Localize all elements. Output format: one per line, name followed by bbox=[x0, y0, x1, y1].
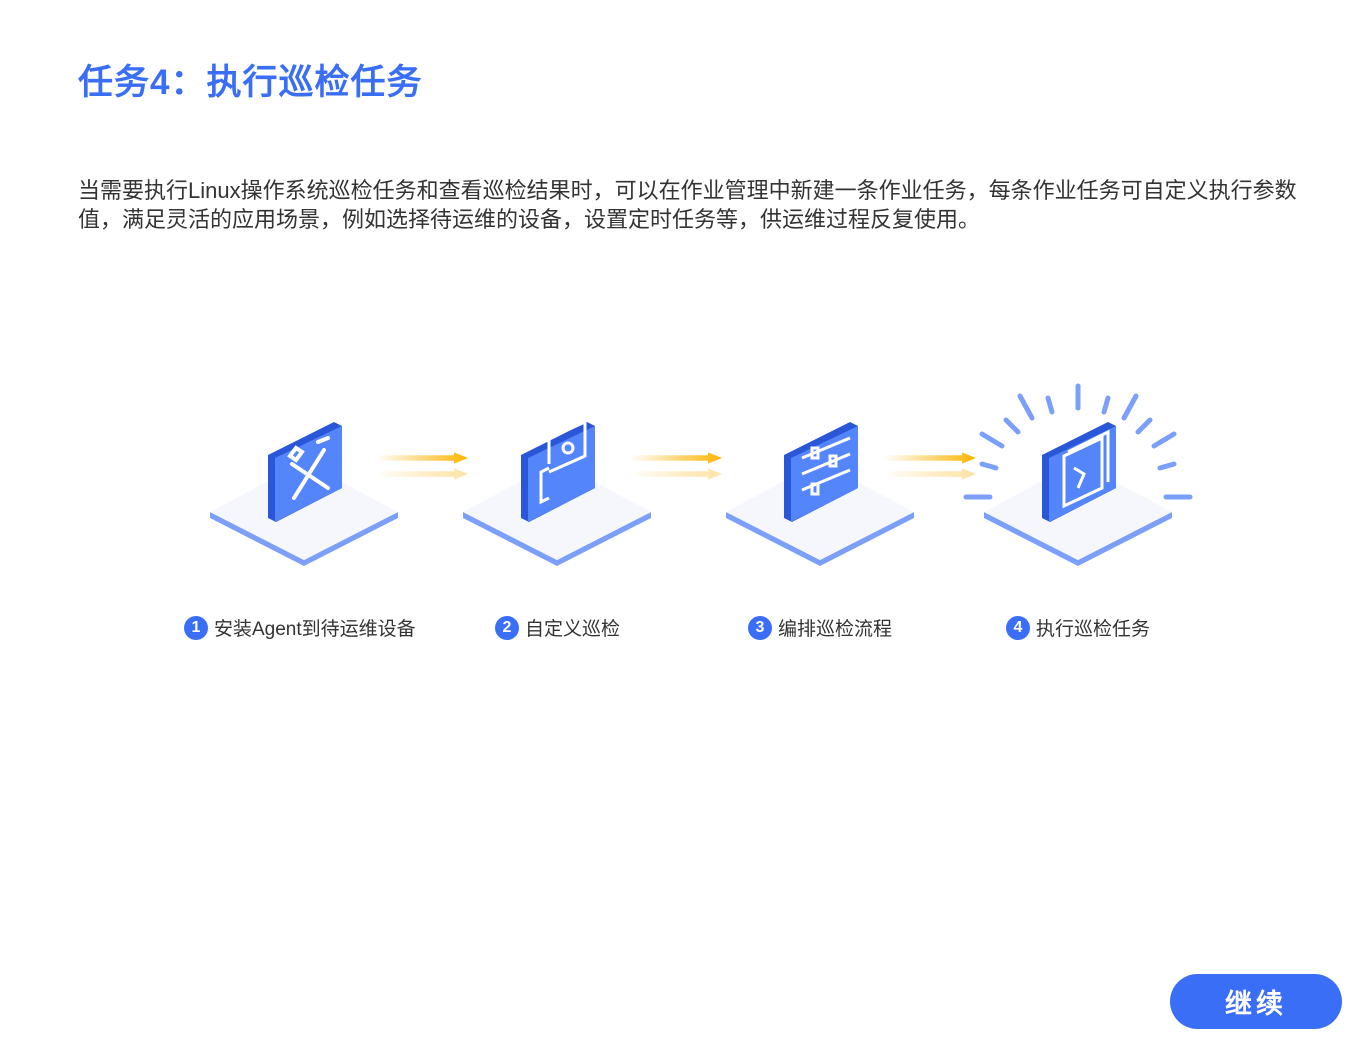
step-label: 自定义巡检 bbox=[525, 619, 621, 640]
step-label: 安装Agent到待运维设备 bbox=[214, 619, 416, 640]
step-2-illustration bbox=[463, 419, 651, 566]
step-1-illustration bbox=[210, 422, 398, 566]
step-label: 编排巡检流程 bbox=[778, 619, 893, 640]
step-2: 2 自定义巡检 bbox=[495, 614, 620, 641]
step-number-badge: 1 bbox=[184, 615, 208, 640]
arrow-1-2 bbox=[376, 452, 468, 480]
arrow-3-4 bbox=[884, 452, 976, 480]
step-number-badge: 2 bbox=[495, 615, 519, 640]
arrow-2-3 bbox=[630, 452, 722, 480]
step-number-badge: 4 bbox=[1006, 615, 1030, 640]
step-1: 1 安装Agent到待运维设备 bbox=[184, 614, 416, 641]
step-3: 3 编排巡检流程 bbox=[748, 614, 892, 641]
page-title: 任务4：执行巡检任务 bbox=[78, 63, 423, 102]
step-number-badge: 3 bbox=[748, 615, 772, 640]
flow-diagram bbox=[210, 383, 1193, 566]
step-4: 4 执行巡检任务 bbox=[1006, 614, 1150, 641]
burst-rays bbox=[963, 383, 1193, 500]
step-4-illustration bbox=[963, 383, 1193, 566]
sliders-icon bbox=[801, 436, 851, 496]
task-description: 当需要执行Linux操作系统巡检任务和查看巡检结果时，可以在作业管理中新建一条作… bbox=[78, 178, 1297, 232]
continue-button[interactable]: 继续 bbox=[1170, 974, 1342, 1029]
gear-window-icon bbox=[539, 419, 587, 505]
step-3-illustration bbox=[726, 422, 914, 566]
step-label: 执行巡检任务 bbox=[1036, 619, 1151, 640]
terminal-icon bbox=[1062, 429, 1110, 509]
wrench-screwdriver-icon bbox=[287, 436, 330, 500]
